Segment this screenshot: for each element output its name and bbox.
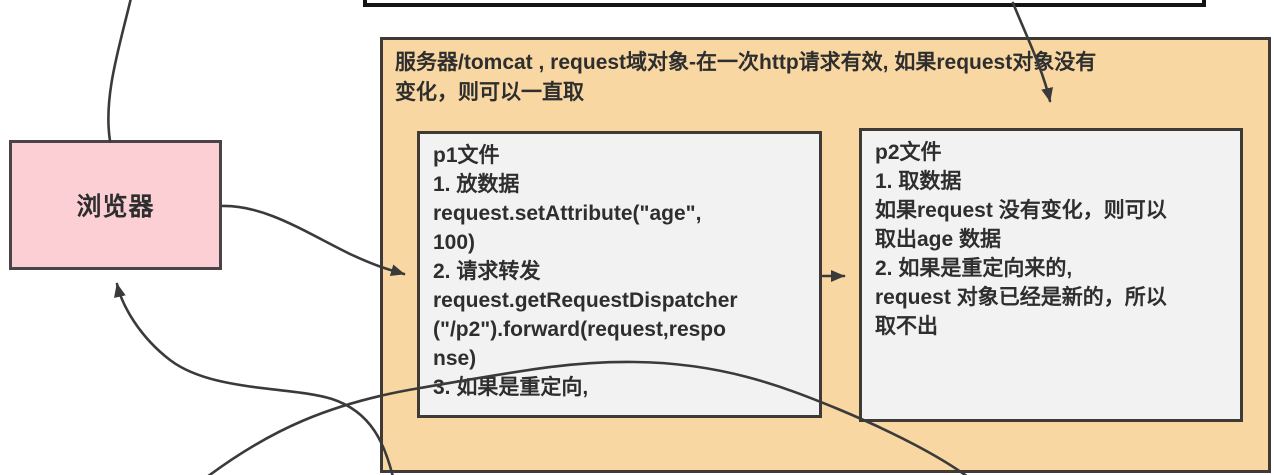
connector-browser-to-p1 bbox=[220, 204, 406, 277]
text-line: request.getRequestDispatcher bbox=[433, 289, 738, 312]
text-line: 如果request 没有变化，则可以 bbox=[875, 199, 1167, 222]
text-line: 100) bbox=[433, 231, 476, 254]
text-line: nse) bbox=[433, 347, 477, 370]
text-line: 变化，则可以一直取 bbox=[395, 81, 584, 104]
text-line: 取出age 数据 bbox=[875, 228, 1002, 251]
browser-box-label: 浏览器 bbox=[76, 193, 155, 221]
text-line: request.setAttribute("age", bbox=[433, 202, 702, 225]
connector-return-to-browser bbox=[114, 282, 394, 475]
top-note-box-cropped bbox=[363, 0, 1206, 7]
text-line: 2. 如果是重定向来的, bbox=[875, 257, 1073, 280]
text-line: 服务器/tomcat , request域对象-在一次http请求有效, 如果r… bbox=[395, 51, 1097, 74]
text-line: p1文件 bbox=[433, 144, 500, 167]
text-line: 取不出 bbox=[875, 315, 938, 338]
text-line: request 对象已经是新的，所以 bbox=[875, 286, 1167, 309]
server-box-title: 服务器/tomcat , request域对象-在一次http请求有效, 如果r… bbox=[395, 48, 1256, 108]
text-line: 3. 如果是重定向, bbox=[433, 376, 589, 399]
browser-box: 浏览器 bbox=[9, 140, 222, 270]
text-line: 1. 放数据 bbox=[433, 173, 520, 196]
text-line: p2文件 bbox=[875, 141, 942, 164]
text-line: ("/p2").forward(request,respo bbox=[433, 318, 726, 341]
p1-file-box: p1文件 1. 放数据 request.setAttribute("age", 100… bbox=[417, 131, 822, 418]
text-line: 2. 请求转发 bbox=[433, 260, 541, 283]
connector-top-to-browser bbox=[107, 0, 132, 143]
p2-file-box: p2文件 1. 取数据如果request 没有变化，则可以取出age 数据 2. 如… bbox=[859, 128, 1243, 422]
text-line: 1. 取数据 bbox=[875, 170, 962, 193]
